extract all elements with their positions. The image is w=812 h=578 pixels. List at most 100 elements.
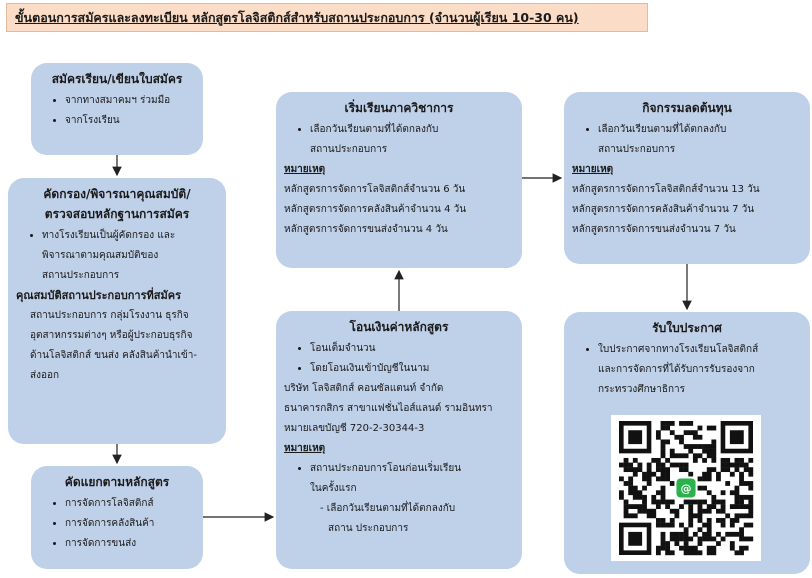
- note-line: หลักสูตรการจัดการขนส่งจำนวน 7 วัน: [572, 224, 736, 235]
- qr-module: [734, 485, 740, 491]
- qr-module: [706, 453, 712, 459]
- list-item: จากโรงเรียน: [65, 111, 195, 131]
- qr-module: [720, 490, 726, 496]
- qr-module: [674, 453, 680, 459]
- qr-module: [743, 481, 749, 486]
- qr-module: [706, 508, 712, 514]
- qr-module: [632, 471, 638, 477]
- qr-module: [729, 490, 735, 496]
- qr-module: [655, 476, 661, 482]
- qr-module: [679, 453, 684, 459]
- qr-module: [688, 545, 694, 551]
- qr-module: [637, 490, 643, 496]
- qr-module: [739, 481, 744, 486]
- qr-module: [697, 518, 703, 523]
- qr-module: [623, 513, 629, 519]
- qr-module: [716, 508, 721, 514]
- qr-module: [748, 504, 754, 509]
- step-cert-list: ใบประกาศจากทางโรงเรียนโลจิสติกส์: [572, 340, 802, 360]
- qr-module: [697, 453, 703, 459]
- qr-module: [743, 504, 749, 509]
- qr-module: [665, 467, 671, 473]
- qr-module: [702, 476, 707, 482]
- page-title: ขั้นตอนการสมัครและลงทะเบียน หลักสูตรโลจิ…: [6, 3, 648, 32]
- step-apply-heading: สมัครเรียน/เขียนใบสมัคร: [51, 72, 183, 86]
- qr-module: [632, 513, 638, 519]
- qr-module: [651, 508, 657, 514]
- qr-module: [734, 550, 740, 556]
- qr-module: [655, 467, 661, 473]
- list-item-line: และการจัดการที่ได้รับการรับรองจาก: [598, 364, 755, 375]
- qr-module: [706, 545, 712, 551]
- qr-module: [669, 430, 675, 436]
- qr-module: [655, 430, 661, 436]
- qr-module: [623, 508, 629, 514]
- qr-module: [623, 504, 629, 509]
- qr-module: [619, 490, 624, 496]
- qr-module: [739, 471, 744, 477]
- qr-module: [739, 531, 744, 537]
- qr-module: [655, 462, 661, 468]
- note-line: หลักสูตรการจัดการโลจิสติกส์จำนวน 6 วัน: [284, 184, 466, 195]
- qr-module: [692, 499, 698, 505]
- qr-module: [665, 550, 671, 556]
- qr-module: [743, 467, 749, 473]
- qr-module: [716, 531, 721, 537]
- qr-module: [623, 481, 629, 486]
- qr-module: [660, 545, 666, 551]
- qr-module: [669, 499, 675, 505]
- qr-module: [725, 481, 731, 486]
- qr-module: [729, 531, 735, 537]
- qr-module: [702, 536, 707, 542]
- qr-module: [655, 550, 661, 556]
- qr-module: [642, 504, 647, 509]
- qr-module: [734, 467, 740, 473]
- list-item: จากทางสมาคมฯ ร่วมมือ: [65, 91, 195, 111]
- step-pay-box: โอนเงินค่าหลักสูตร โอนเต็มจำนวน โดยโอนเง…: [276, 311, 522, 569]
- list-item-line: สถานประกอบการ: [598, 144, 676, 155]
- qr-module: [637, 504, 643, 509]
- qr-module: [679, 536, 684, 542]
- qr-module: [669, 448, 675, 454]
- qr-module: [628, 504, 634, 509]
- qr-module: [734, 494, 740, 500]
- qr-module: [651, 499, 657, 505]
- list-item-line: สถานประกอบการ: [42, 270, 120, 281]
- qr-module: [702, 499, 707, 505]
- step-start-list: เลือกวันเรียนตามที่ได้ตกลงกับ: [284, 120, 514, 140]
- qr-module: [697, 508, 703, 514]
- qr-module: [628, 485, 634, 491]
- qr-module: [637, 494, 643, 500]
- qr-module: [692, 444, 698, 449]
- qr-module: [665, 421, 671, 426]
- qr-module: [725, 513, 731, 519]
- qr-module: [660, 494, 666, 500]
- qr-module: [646, 508, 652, 514]
- qr-module: [716, 541, 721, 546]
- step-start-heading: เริ่มเรียนภาควิชาการ: [344, 101, 454, 115]
- qr-module: [688, 518, 694, 523]
- qr-module: [706, 425, 712, 431]
- qr-module: [623, 499, 629, 505]
- qr-module: [716, 499, 721, 505]
- qr-module: [642, 485, 647, 491]
- qr-module: [706, 550, 712, 556]
- qr-module: [734, 462, 740, 468]
- qr-module: [623, 462, 629, 468]
- qr-module: [646, 481, 652, 486]
- step-screen-heading-1: คัดกรอง/พิจารณาคุณสมบัติ/: [43, 187, 191, 201]
- qr-finder-inner: [628, 430, 643, 445]
- qr-module: [665, 522, 671, 528]
- qr-module: [688, 471, 694, 477]
- qr-module: [679, 434, 684, 440]
- qr-module: [679, 439, 684, 445]
- qr-module: [628, 481, 634, 486]
- qr-module: [739, 476, 744, 482]
- qr-module: [660, 476, 666, 482]
- list-item-line: พิจารณาตามคุณสมบัติของ: [42, 250, 159, 261]
- qr-module: [646, 462, 652, 468]
- qr-module: [679, 522, 684, 528]
- qr-module: [692, 457, 698, 463]
- note-sub-line: สถาน ประกอบการ: [328, 523, 409, 534]
- qr-module: [669, 508, 675, 514]
